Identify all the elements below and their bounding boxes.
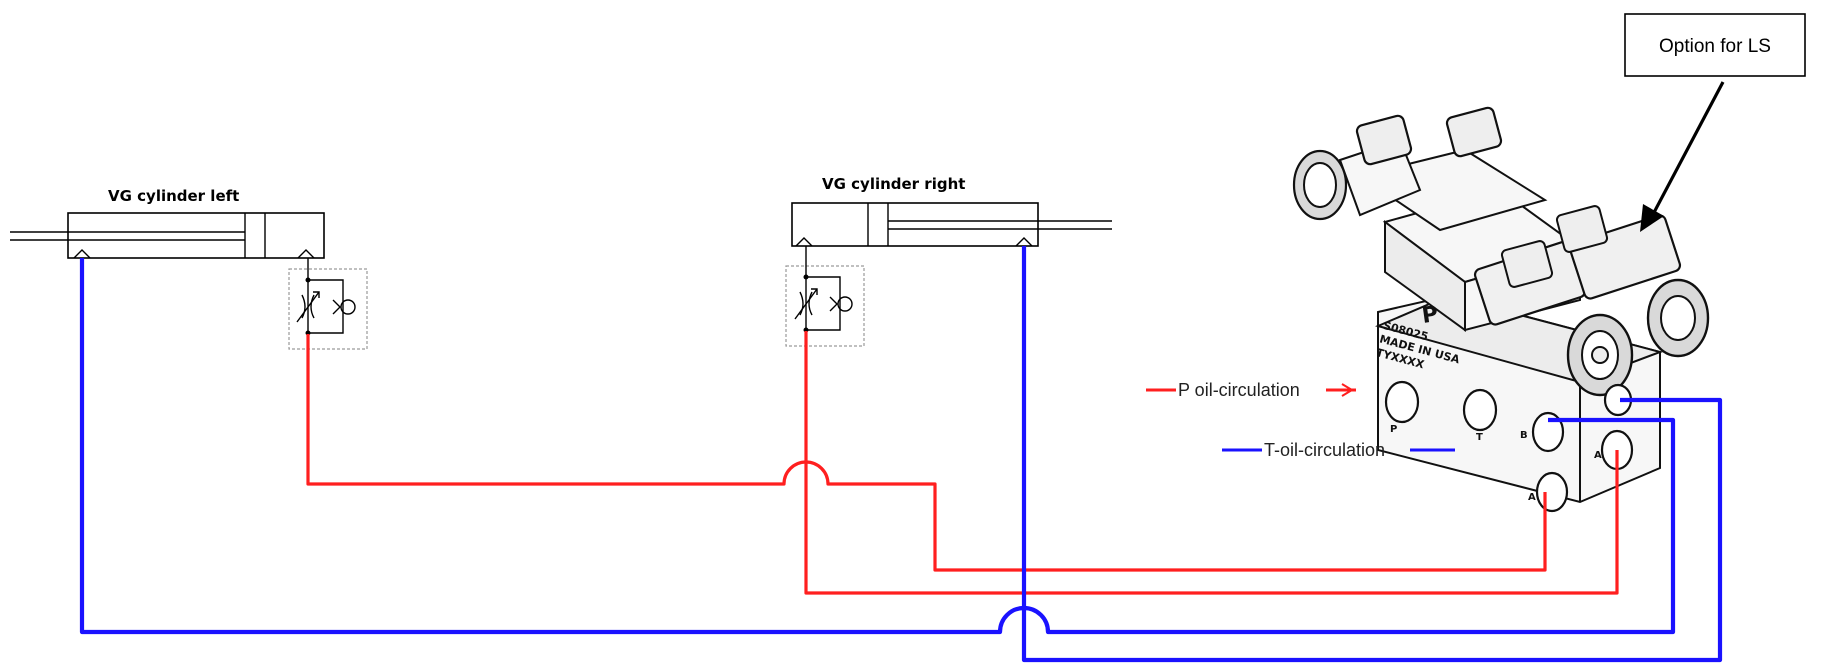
cylinder-right (791, 202, 1112, 247)
port-b1 (1531, 411, 1565, 453)
port-a2-label: A (1594, 450, 1602, 461)
cylinder-right-label: VG cylinder right (822, 175, 965, 193)
port-p (1384, 380, 1420, 424)
pressure-lines (306, 331, 1619, 595)
pressure-line-right-cylinder (804, 331, 1619, 595)
port-a1-label: A (1528, 492, 1536, 503)
port-a1 (1535, 471, 1569, 513)
option-ls-label: Option for LS (1659, 36, 1771, 57)
option-ls-arrowhead (1640, 204, 1664, 232)
valve-block-letter: P (1420, 302, 1439, 329)
solenoid-coil-1 (1292, 138, 1422, 221)
option-ls-arrow (1648, 81, 1725, 221)
legend: P oil-circulation T-oil-circulation (1146, 380, 1455, 460)
solenoid-coil-2 (1355, 106, 1503, 166)
cylinder-left-label: VG cylinder left (108, 187, 239, 205)
port-p-label: P (1390, 424, 1397, 435)
port-b-label: B (1520, 430, 1528, 441)
legend-t-circulation: T-oil-circulation (1264, 440, 1385, 460)
pressure-line-left-cylinder (306, 334, 1547, 572)
option-ls-callout: Option for LS (1624, 13, 1806, 232)
tank-line-right-cylinder (1021, 246, 1723, 663)
tank-lines (79, 246, 1723, 663)
flow-control-valve-left (288, 258, 368, 350)
cylinder-left (10, 212, 325, 259)
port-t-label: T (1476, 432, 1483, 443)
port-t (1462, 388, 1498, 432)
legend-p-circulation: P oil-circulation (1178, 380, 1300, 400)
flow-control-valve-right (785, 246, 865, 347)
